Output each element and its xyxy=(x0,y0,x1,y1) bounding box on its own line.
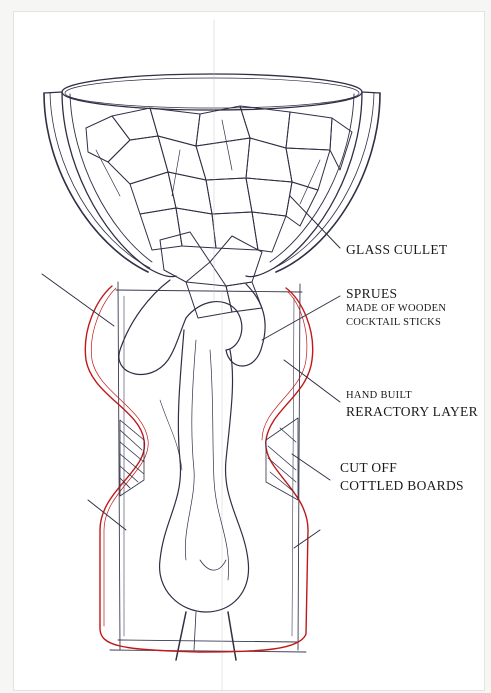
label-hand-built: HAND BUILT xyxy=(346,390,412,401)
label-sprues-detail-1: MADE OF WOODEN xyxy=(346,303,446,314)
label-refractory-layer: RERACTORY LAYER xyxy=(346,404,478,420)
crucible-bowl xyxy=(44,74,380,277)
label-sprues: SPRUES xyxy=(346,286,397,302)
cut-off-hatching-left xyxy=(120,420,144,496)
label-cottled-boards: COTTLED BOARDS xyxy=(340,478,464,494)
label-glass-cullet: GLASS CULLET xyxy=(346,242,447,258)
label-sprues-detail-2: COCKTAIL STICKS xyxy=(346,317,441,328)
wax-model-and-sprues xyxy=(119,280,265,660)
label-cut-off: CUT OFF xyxy=(340,460,397,476)
refractory-box xyxy=(110,20,306,690)
glass-cullet xyxy=(86,106,352,318)
